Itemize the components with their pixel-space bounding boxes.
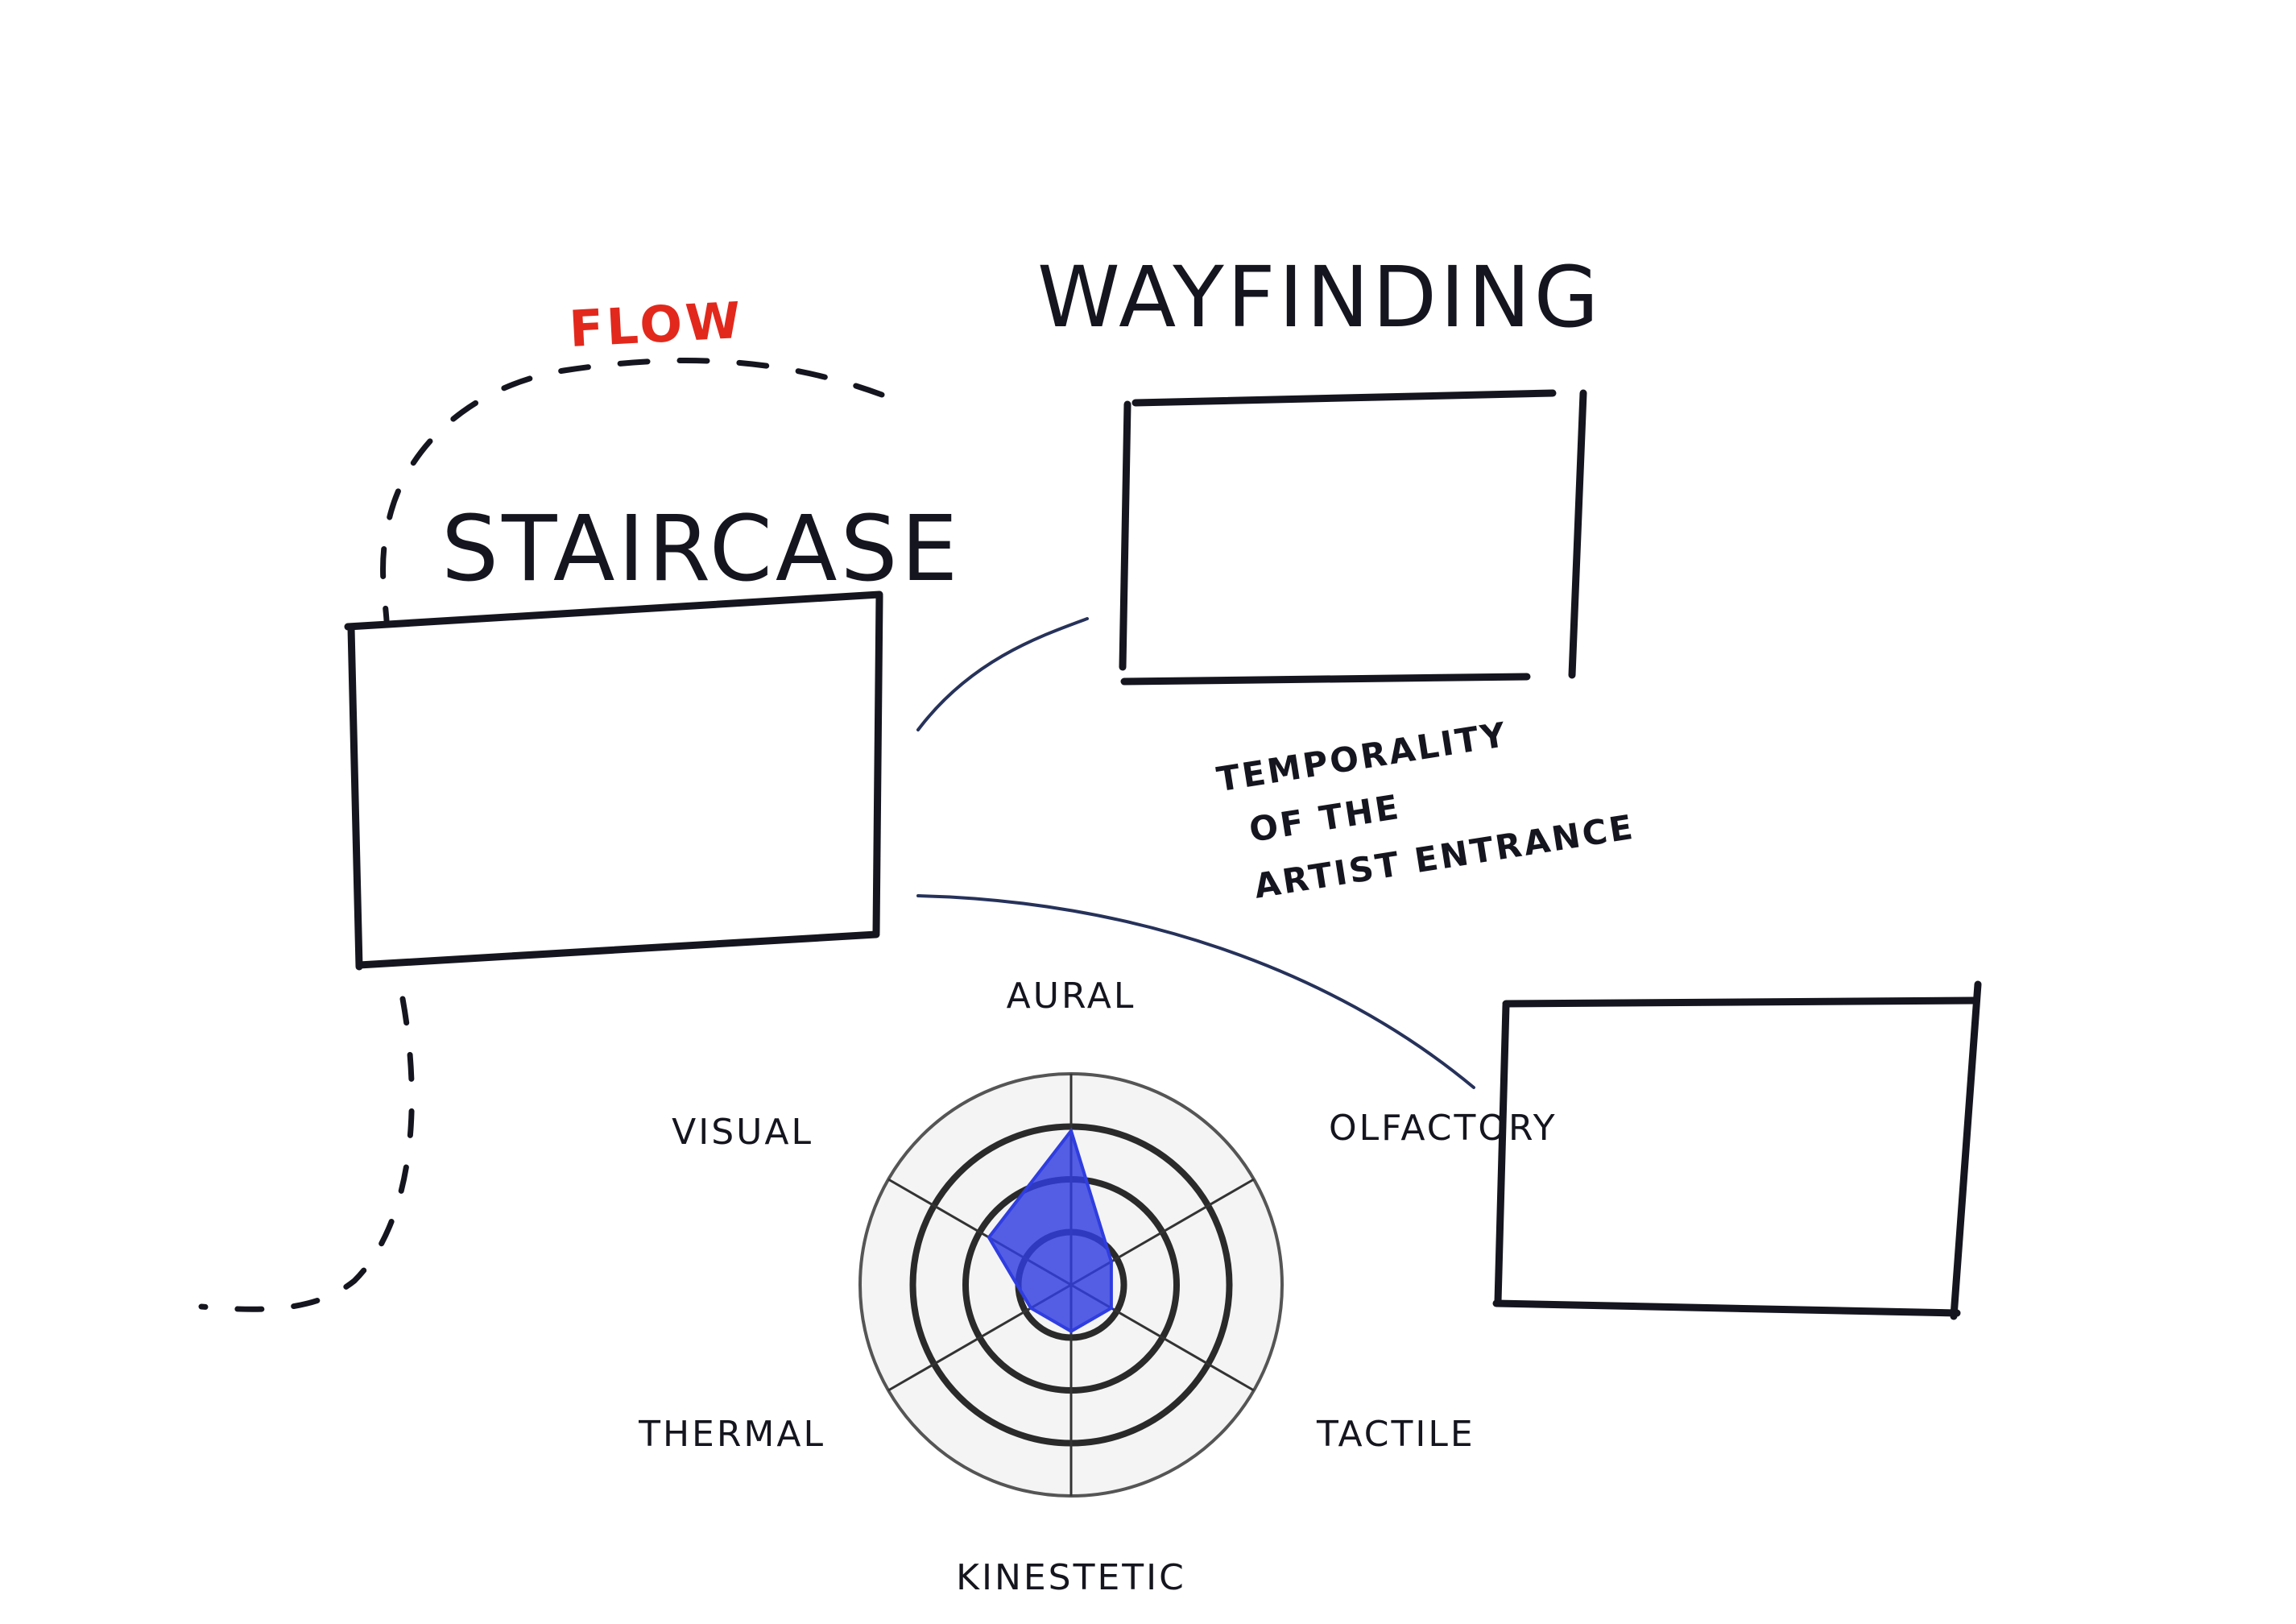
wayfinding-title: WAYFINDING xyxy=(1037,248,1602,346)
temporality-note: TEMPORALITY OF THE ARTIST ENTRANCE xyxy=(1214,715,1638,906)
radar-label-aural: AURAL xyxy=(1007,976,1136,1017)
radar-label-visual: VISUAL xyxy=(672,1112,813,1153)
staircase-box xyxy=(344,590,883,971)
radar-label-tactile: TACTILE xyxy=(1316,1414,1475,1455)
lower-right-box xyxy=(1492,980,1982,1320)
flow-dashed-path xyxy=(380,358,885,624)
temporality-line-1: TEMPORALITY xyxy=(1214,715,1511,799)
radar-label-thermal: THERMAL xyxy=(638,1414,825,1455)
sensory-radar-chart: AURAL OLFACTORY TACTILE KINESTETIC THERMAL VI… xyxy=(638,976,1558,1598)
wayfinding-box xyxy=(1119,389,1587,686)
flow-label: FLOW xyxy=(568,291,745,358)
staircase-title: STAIRCASE xyxy=(441,497,961,602)
radar-label-olfactory: OLFACTORY xyxy=(1329,1108,1558,1149)
connector-to-lower-box xyxy=(916,894,1475,1089)
temporality-line-2: OF THE xyxy=(1247,787,1404,850)
flow-dashed-path-lower xyxy=(198,996,415,1312)
connector-to-wayfinding xyxy=(916,617,1089,731)
radar-label-kinestetic: KINESTETIC xyxy=(956,1557,1186,1598)
radar-value-shape xyxy=(987,1127,1113,1333)
